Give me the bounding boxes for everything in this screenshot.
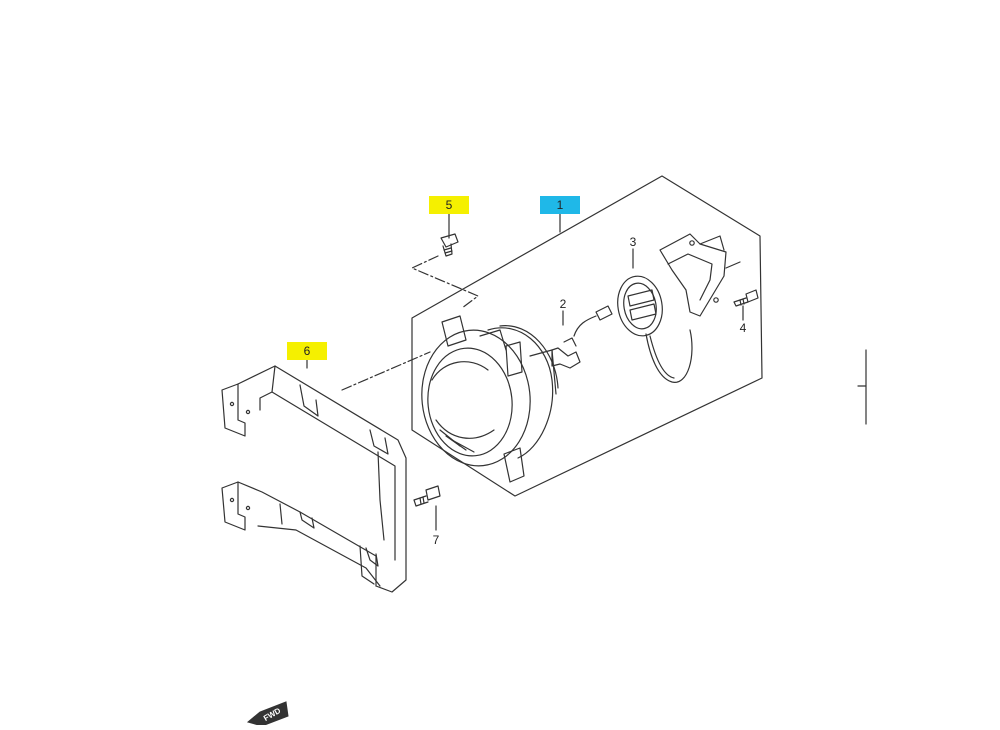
callout-1[interactable]: 1 — [556, 198, 564, 212]
callout-3[interactable]: 3 — [629, 235, 637, 249]
headlamp-part-1 — [421, 315, 559, 483]
socket-cover-part-3 — [617, 233, 741, 383]
callout-6[interactable]: 6 — [303, 344, 311, 358]
bolt-part-5 — [440, 233, 459, 257]
bulb-part-2 — [551, 305, 613, 369]
callout-6-highlight — [287, 342, 327, 360]
screw-part-4 — [733, 289, 759, 307]
callout-4[interactable]: 4 — [739, 321, 747, 335]
alignment-line-bracket — [341, 351, 431, 391]
bracket-part-6 — [221, 365, 407, 593]
callout-1-highlight — [540, 196, 580, 214]
assembly-outline — [411, 175, 763, 497]
screw-part-7 — [413, 485, 441, 507]
callout-5[interactable]: 5 — [445, 198, 453, 212]
callout-7[interactable]: 7 — [432, 533, 440, 547]
callout-5-highlight — [429, 196, 469, 214]
alignment-line-screw — [411, 255, 479, 309]
callout-2[interactable]: 2 — [559, 297, 567, 311]
